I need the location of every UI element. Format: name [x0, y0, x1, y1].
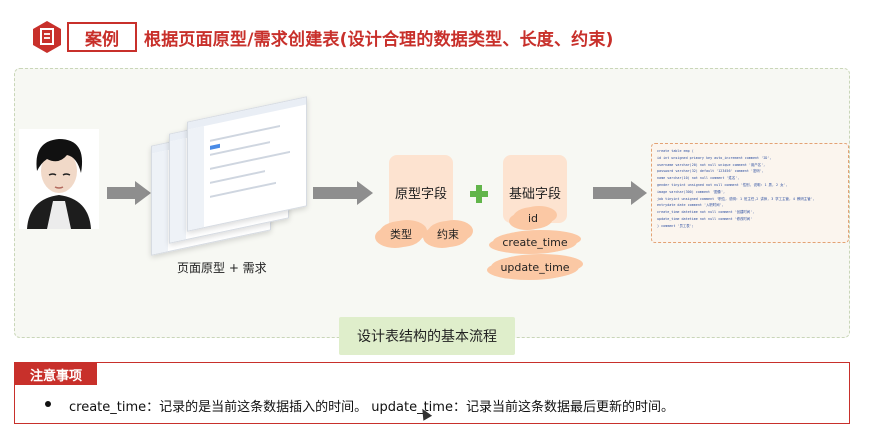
arrow-right-icon [313, 181, 375, 205]
flow-diagram-panel: 页面原型 + 需求 原型字段 类型 约束 基础字段 id create_time… [14, 68, 850, 355]
code-line: username varchar(20) not null unique com… [657, 162, 766, 167]
code-line: name varchar(10) not null comment '姓名', [657, 176, 740, 181]
slide-header: 案例 根据页面原型/需求创建表(设计合理的数据类型、长度、约束) [14, 16, 874, 56]
person-avatar [19, 129, 99, 229]
id-tag: id [513, 207, 553, 229]
page-prototype-mockups [151, 96, 321, 263]
update-time-tag: update_time [491, 255, 579, 279]
slide-title: 根据页面原型/需求创建表(设计合理的数据类型、长度、约束) [144, 30, 614, 50]
arrow-right-icon [593, 181, 649, 205]
prototype-caption: 页面原型 + 需求 [177, 261, 267, 275]
prototype-fields-card: 原型字段 [389, 155, 453, 231]
notice-text: create_time：记录的是当前这条数据插入的时间。 update_time… [69, 400, 674, 415]
prototype-fields-label: 原型字段 [395, 187, 448, 202]
base-fields-label: 基础字段 [509, 187, 562, 202]
notice-tag: 注意事项 [15, 363, 97, 385]
prototype-screen [187, 96, 307, 232]
arrow-right-icon [107, 181, 151, 205]
code-line: id int unsigned primary key auto_increme… [657, 155, 772, 160]
flow-caption: 设计表结构的基本流程 [339, 317, 515, 355]
case-label: 案例 [67, 22, 137, 52]
code-line: entrydate date comment '入职时间', [657, 203, 724, 208]
create-time-tag: create_time [493, 231, 577, 253]
plus-icon [470, 191, 488, 197]
notice-box: 注意事项 create_time：记录的是当前这条数据插入的时间。 update… [14, 362, 850, 424]
code-line: gender tinyint unsigned not null comment… [657, 182, 788, 187]
create-table-sql-panel: create table emp ( id int unsigned prima… [651, 143, 849, 243]
constraint-tag: 约束 [427, 221, 469, 247]
code-line: create table emp ( [657, 149, 694, 153]
code-line: job tinyint unsigned comment '职位, 说明: 1 … [657, 196, 815, 201]
code-line: password varchar(32) default '123456' co… [657, 169, 764, 174]
code-line: update_time datetime not null comment '修… [657, 216, 753, 221]
code-line: create_time datetime not null comment '创… [657, 210, 755, 215]
document-hexagon-icon [33, 21, 61, 53]
bullet-icon [45, 401, 51, 407]
code-line: image varchar(300) comment '图像', [657, 189, 726, 194]
code-line: ) comment '员工表'; [657, 223, 694, 228]
type-tag: 类型 [379, 221, 423, 247]
